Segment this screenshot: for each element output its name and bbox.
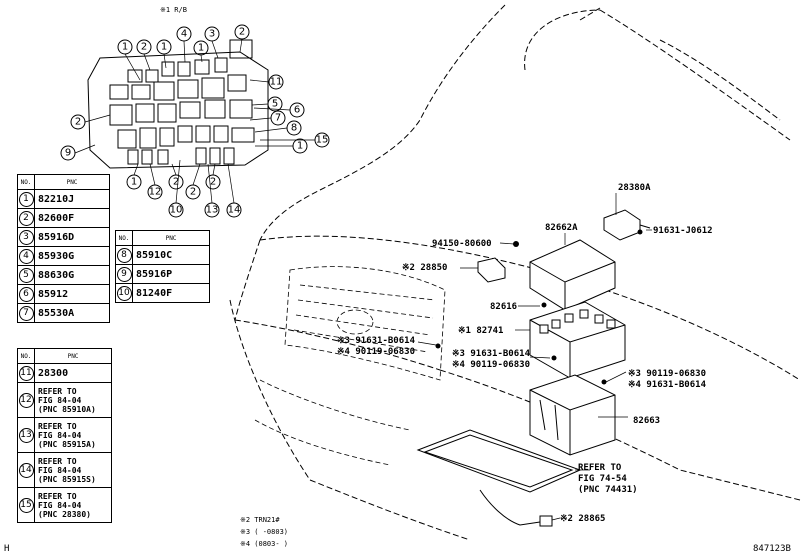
label-82662A: 82662A xyxy=(545,223,578,233)
label-82663: 82663 xyxy=(633,416,660,426)
callout-7: 7 xyxy=(275,113,281,124)
callout-1b: 1 xyxy=(161,42,167,53)
callout-2f: 2 xyxy=(210,177,216,188)
callout-2: 2 xyxy=(141,42,147,53)
figure-id: 847123B xyxy=(753,544,791,554)
label-82616: 82616 xyxy=(490,302,517,312)
callout-2d: 2 xyxy=(173,177,179,188)
callout-9: 9 xyxy=(65,148,71,159)
part-leaders xyxy=(417,193,652,521)
callout-1c: 1 xyxy=(198,43,204,54)
part-28380A xyxy=(603,209,651,241)
callout-2e: 2 xyxy=(190,187,196,198)
vehicle-outline xyxy=(229,4,801,541)
callout-12: 12 xyxy=(149,187,162,198)
callout-2b: 2 xyxy=(239,27,245,38)
note-3: ※4 (0803- ) xyxy=(240,540,288,548)
callout-4: 4 xyxy=(181,29,187,40)
label-91631-B0614-right: ※4 91631-B0614 xyxy=(628,380,707,390)
callout-6: 6 xyxy=(294,105,300,116)
relay-cover-82662A xyxy=(529,239,616,311)
part-28865 xyxy=(479,489,553,527)
corner-mark: H xyxy=(4,544,10,554)
refer-line3: (PNC 74431) xyxy=(578,485,638,495)
callout-leaders xyxy=(74,38,315,204)
label-82741: ※1 82741 xyxy=(458,326,503,336)
relay-block-title: ※1 R/B xyxy=(160,6,187,14)
label-91631-B0614-mid: ※3 91631-B0614 xyxy=(452,349,531,359)
callout-1d: 1 xyxy=(297,141,303,152)
label-91631-J0612: 91631-J0612 xyxy=(653,226,713,236)
bracket-82663 xyxy=(529,374,616,456)
relay-block xyxy=(87,39,269,169)
bolts xyxy=(435,229,643,385)
callout-labels: 1 2 1 4 1 3 2 11 5 6 7 8 15 1 2 9 1 12 2… xyxy=(65,27,329,216)
callout-2c: 2 xyxy=(75,117,81,128)
label-28850: ※2 28850 xyxy=(402,263,447,273)
callout-8: 8 xyxy=(291,123,297,134)
callout-1e: 1 xyxy=(131,177,137,188)
label-91631-B0614-left: ※3 91631-B0614 xyxy=(337,336,416,346)
callout-5: 5 xyxy=(272,99,278,110)
callout-11: 11 xyxy=(270,77,283,88)
callout-14: 14 xyxy=(228,205,241,216)
callout-13: 13 xyxy=(206,205,219,216)
label-28380A: 28380A xyxy=(618,183,651,193)
refer-line1: REFER TO xyxy=(578,463,622,473)
refer-line2: FIG 74-54 xyxy=(578,474,627,484)
label-90119-06830-left: ※4 90119-06830 xyxy=(337,347,415,357)
label-94150-80600: 94150-80600 xyxy=(432,239,492,249)
grille xyxy=(254,266,446,466)
callout-10: 10 xyxy=(170,205,183,216)
label-90119-06830-right: ※3 90119-06830 xyxy=(628,369,706,379)
label-90119-06830-mid: ※4 90119-06830 xyxy=(452,360,530,370)
part-28850 xyxy=(477,257,506,283)
callout-1: 1 xyxy=(122,42,128,53)
junction-block-82741 xyxy=(529,301,626,379)
callout-3: 3 xyxy=(209,29,215,40)
label-28865: ※2 28865 xyxy=(560,514,605,524)
note-1: ※2 TRN21# xyxy=(240,516,280,524)
callout-15: 15 xyxy=(316,135,329,146)
note-2: ※3 ( -0803) xyxy=(240,528,288,536)
